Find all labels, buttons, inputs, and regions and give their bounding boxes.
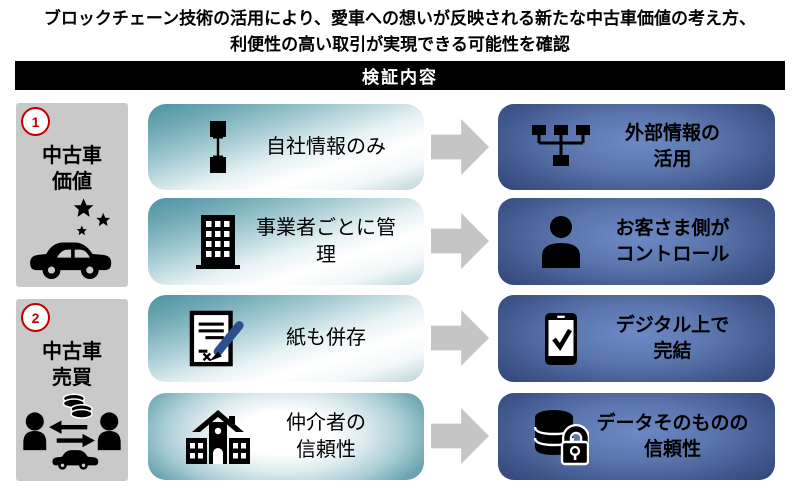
network-icon [530, 125, 592, 169]
section-banner: 検証内容 [15, 61, 785, 90]
right-arrow-icon [431, 213, 489, 269]
link-icon [182, 121, 254, 173]
trade-icon [16, 389, 128, 473]
to-box-label: お客さま側が コントロール [592, 216, 775, 267]
to-box-label: データそのものの 信頼性 [592, 411, 775, 462]
database-lock-icon [530, 408, 592, 466]
car-stars-icon [16, 197, 128, 279]
from-label-line1: 仲介者の [286, 411, 366, 434]
left-label-line2: 売買 [52, 367, 92, 389]
from-label-line2: 信頼性 [296, 438, 356, 461]
from-label-line1: 事業者ごとに管理 [256, 216, 396, 266]
institution-icon [182, 409, 254, 464]
to-label-line1: デジタル上で [615, 314, 730, 336]
left-label-line1: 中古車 [42, 145, 102, 167]
person-icon [530, 215, 592, 268]
phone-check-icon [530, 312, 592, 365]
title-line-2: 利便性の高い取引が実現できる可能性を確認 [230, 34, 570, 54]
to-box-label: 外部情報の 活用 [592, 121, 775, 172]
to-box-digital-complete: デジタル上で 完結 [498, 295, 775, 382]
left-label-line1: 中古車 [42, 341, 102, 363]
to-box-external-info: 外部情報の 活用 [498, 104, 775, 190]
right-arrow-icon [431, 119, 489, 175]
to-label-line2: 完結 [653, 340, 692, 362]
banner-label: 検証内容 [362, 68, 438, 87]
from-label-line1: 紙も併存 [286, 327, 366, 349]
to-label-line1: データそのものの [596, 412, 749, 434]
document-pen-icon [182, 309, 254, 369]
building-icon [182, 214, 254, 269]
to-box-data-trust: データそのものの 信頼性 [498, 393, 775, 480]
title-line-1: ブロックチェーン技術の活用により、愛車への想いが反映される新たな中古車価値の考え… [43, 9, 757, 28]
to-label-line2: コントロール [615, 243, 730, 265]
from-box-label: 仲介者の 信頼性 [254, 410, 424, 464]
left-section-used-car-value: 1 中古車 価値 [16, 103, 128, 287]
to-box-label: デジタル上で 完結 [592, 313, 775, 364]
from-box-own-info: 自社情報のみ [148, 104, 424, 190]
to-label-line2: 活用 [653, 149, 692, 170]
from-label-line1: 自社情報のみ [266, 135, 386, 158]
to-box-customer-control: お客さま側が コントロール [498, 198, 775, 285]
right-arrow-icon [431, 408, 489, 464]
number-badge-2: 2 [21, 303, 50, 332]
right-arrow-icon [431, 310, 489, 366]
from-box-paper-coexists: 紙も併存 [148, 295, 424, 382]
to-label-line1: お客さま側が [615, 217, 730, 239]
page-title: ブロックチェーン技術の活用により、愛車への想いが反映される新たな中古車価値の考え… [0, 6, 800, 57]
to-label-line1: 外部情報の [624, 123, 720, 145]
from-box-label: 自社情報のみ [254, 134, 424, 161]
left-section-label: 中古車 価値 [16, 143, 128, 195]
from-box-per-operator: 事業者ごとに管理 [148, 198, 424, 285]
from-box-label: 紙も併存 [254, 325, 424, 352]
left-section-label: 中古車 売買 [16, 339, 128, 391]
from-box-intermediary-trust: 仲介者の 信頼性 [148, 393, 424, 480]
left-section-used-car-trading: 2 中古車 売買 [16, 299, 128, 481]
left-label-line2: 価値 [52, 171, 92, 193]
number-badge-1: 1 [21, 107, 50, 136]
to-label-line2: 信頼性 [643, 438, 701, 460]
from-box-label: 事業者ごとに管理 [254, 215, 424, 269]
